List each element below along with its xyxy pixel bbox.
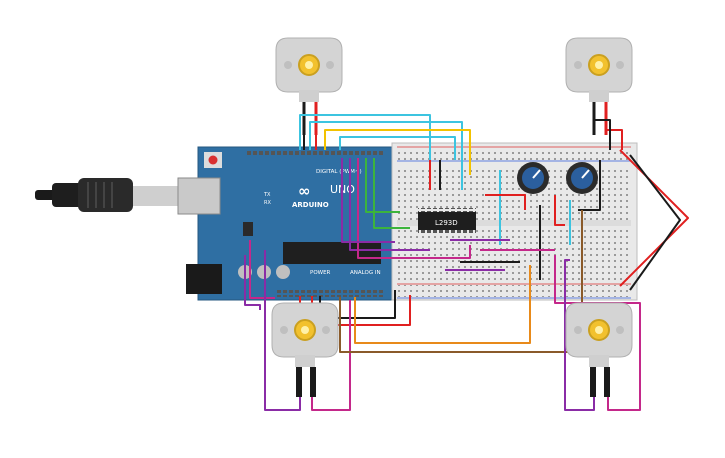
rx-label: RX — [264, 200, 271, 206]
arduino-infinity-logo: ∞ — [298, 182, 311, 200]
power-jack — [186, 264, 222, 294]
dc-motor-icon[interactable] — [565, 302, 633, 397]
dc-motor-icon[interactable] — [565, 37, 633, 102]
wires — [244, 100, 689, 411]
digital-header[interactable] — [245, 150, 385, 157]
driver-ic-label: L293D — [435, 219, 458, 227]
driver-ic[interactable]: L293D — [418, 208, 476, 234]
power-label: POWER — [310, 270, 331, 276]
analog-label: ANALOG IN — [350, 270, 381, 276]
arduino-board[interactable]: ∞ ARDUINO UNO DIGITAL (PWM~) ANALOG IN P… — [177, 146, 393, 301]
power-analog-header[interactable] — [275, 290, 385, 297]
dc-motor-icon[interactable] — [271, 302, 339, 397]
potentiometer-icon[interactable] — [566, 162, 598, 194]
digital-label: DIGITAL (PWM~) — [316, 169, 362, 175]
dc-motor-icon[interactable] — [275, 37, 343, 102]
reset-button[interactable] — [208, 155, 218, 165]
atmega-chip — [283, 242, 381, 264]
arduino-logo-text: ARDUINO — [292, 201, 329, 209]
usb-plug-icon[interactable] — [35, 178, 178, 212]
tx-label: TX — [263, 192, 271, 198]
usb-port — [177, 177, 221, 215]
potentiometer-icon[interactable] — [517, 162, 549, 194]
